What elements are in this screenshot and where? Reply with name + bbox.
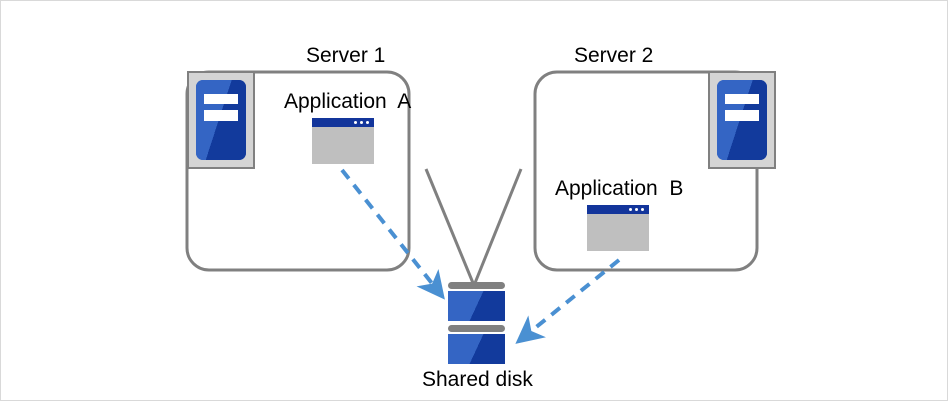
- access-b-arrow: [515, 258, 621, 344]
- window-title-bar: [587, 205, 649, 214]
- server-icon-bar-top: [725, 93, 759, 104]
- server-1-icon: [187, 71, 255, 169]
- disk-platter-shade: [448, 291, 505, 321]
- server-1-title: Server 1: [306, 44, 386, 67]
- disk-bar-top: [448, 282, 505, 289]
- access-a-arrow: [340, 168, 445, 300]
- window-dot-icon: [635, 208, 638, 211]
- server-2-box: [533, 70, 759, 272]
- server-2-title: Server 2: [574, 44, 654, 67]
- server-icon-bar-bottom: [204, 110, 238, 121]
- application-b-label: Application B: [555, 177, 684, 200]
- disk-platter-2: [448, 334, 505, 364]
- server-icon-body: [717, 80, 767, 160]
- link-server1-disk: [424, 168, 475, 284]
- disk-platter-shade: [448, 334, 505, 364]
- application-b-window-icon: [587, 205, 649, 251]
- shared-disk-icon: [448, 282, 505, 366]
- application-a-window-icon: [312, 118, 374, 164]
- window-title-bar: [312, 118, 374, 127]
- server-1-box: [185, 70, 411, 272]
- window-dot-icon: [366, 121, 369, 124]
- shared-disk-label: Shared disk: [422, 368, 533, 391]
- window-dot-icon: [629, 208, 632, 211]
- application-a-label: Application A: [284, 90, 412, 113]
- server-2-icon: [708, 71, 776, 169]
- server-icon-bar-bottom: [725, 110, 759, 121]
- window-dot-icon: [354, 121, 357, 124]
- window-dot-icon: [360, 121, 363, 124]
- disk-bar-middle: [448, 325, 505, 332]
- window-dot-icon: [641, 208, 644, 211]
- server-icon-bar-top: [204, 93, 238, 104]
- server-icon-body: [196, 80, 246, 160]
- disk-platter-1: [448, 291, 505, 321]
- link-server2-disk: [473, 168, 523, 284]
